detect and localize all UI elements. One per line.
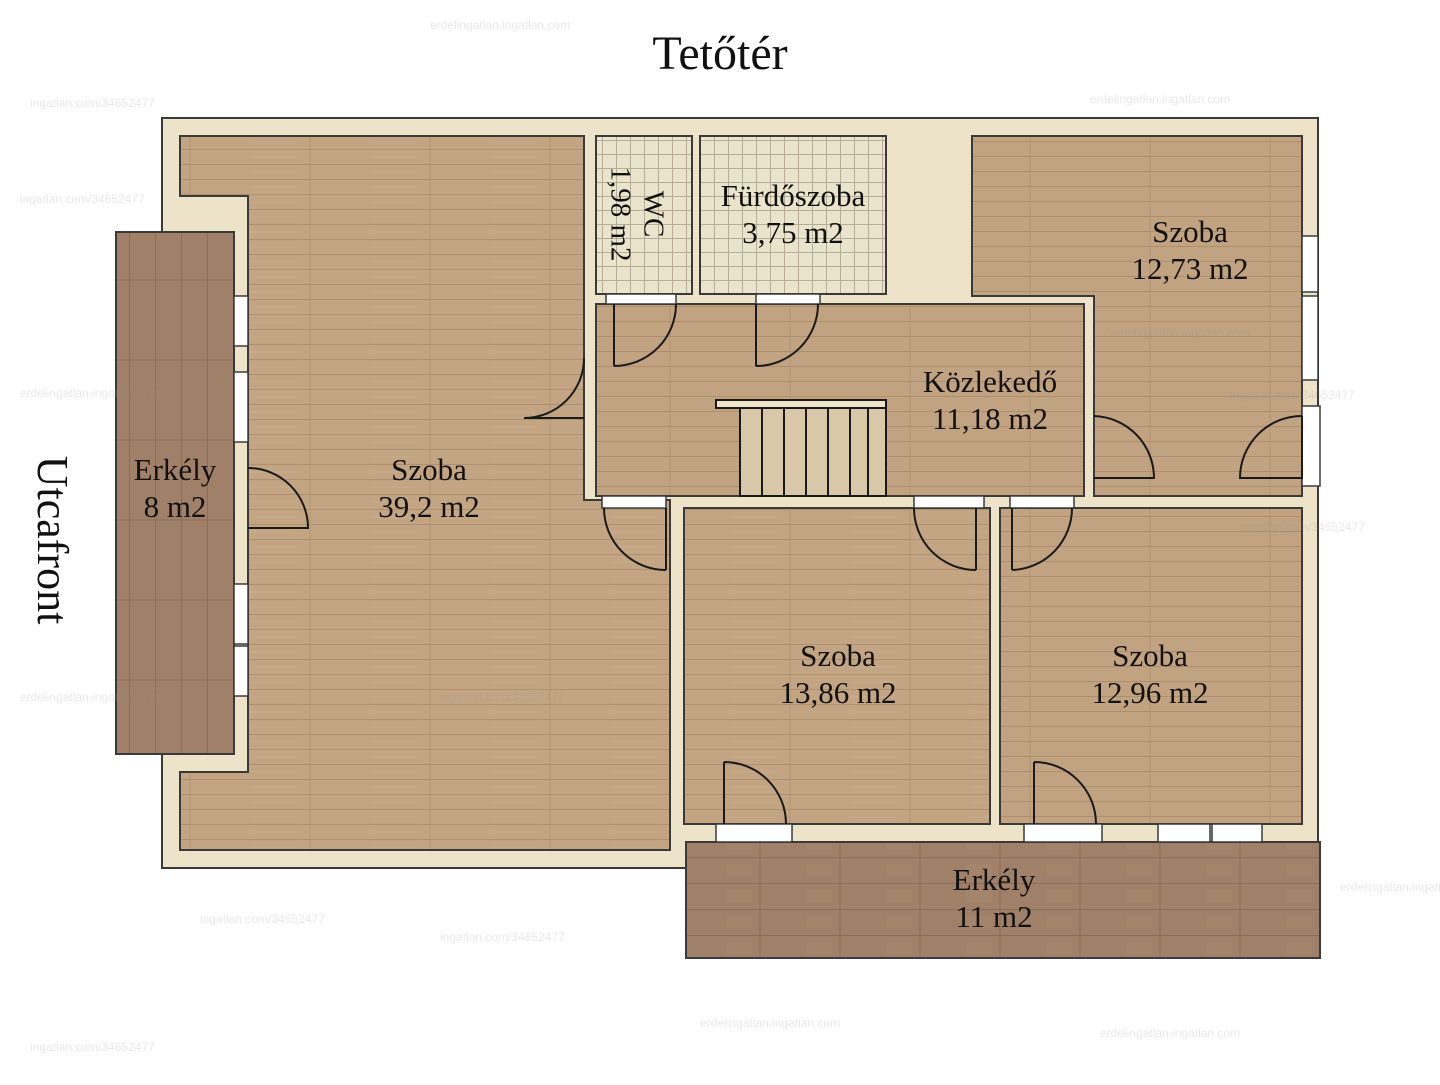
- room-se-area: 12,96 m2: [1091, 674, 1209, 710]
- wc-area: 1,98 m2: [604, 166, 636, 262]
- room-label-ne: Szoba 12,73 m2: [1110, 214, 1270, 287]
- balcony-left-name: Erkély: [133, 452, 217, 487]
- bathroom-floor: [699, 135, 887, 295]
- room-ne-name: Szoba: [1152, 214, 1228, 249]
- room-mid-floor: [683, 507, 991, 825]
- room-label-big: Szoba 39,2 m2: [339, 452, 519, 525]
- room-label-wc: WC 1,98 m2: [603, 166, 670, 262]
- street-front-label: Utcafront: [28, 455, 77, 625]
- staircase: [715, 399, 887, 497]
- door-swings: [247, 303, 1303, 825]
- room-ne-area: 12,73 m2: [1131, 250, 1249, 286]
- bathroom-area: 3,75 m2: [742, 214, 844, 250]
- room-label-hallway: Közlekedő 11,18 m2: [900, 364, 1080, 437]
- windows: [233, 235, 1321, 843]
- room-label-se: Szoba 12,96 m2: [1060, 638, 1240, 711]
- room-big-name: Szoba: [391, 452, 467, 487]
- room-big-area: 39,2 m2: [378, 488, 480, 524]
- balcony-left-area: 8 m2: [143, 488, 207, 524]
- balcony-bottom-floor: [685, 841, 1321, 959]
- room-mid-area: 13,86 m2: [779, 674, 897, 710]
- balcony-left-floor: [115, 231, 235, 755]
- room-se-name: Szoba: [1112, 638, 1188, 673]
- room-label-balcony-left: Erkély 8 m2: [116, 452, 234, 525]
- room-mid-name: Szoba: [800, 638, 876, 673]
- room-label-mid: Szoba 13,86 m2: [748, 638, 928, 711]
- room-se-floor: [999, 507, 1303, 825]
- room-big-floor: [179, 135, 671, 851]
- room-ne-floor: [971, 135, 1303, 497]
- balcony-bottom-name: Erkély: [952, 862, 1036, 897]
- hallway-name: Közlekedő: [922, 364, 1058, 399]
- balcony-bottom-area: 11 m2: [955, 898, 1033, 934]
- hallway-area: 11,18 m2: [932, 400, 1048, 436]
- room-label-bathroom: Fürdőszoba 3,75 m2: [708, 178, 878, 251]
- plan-title: Tetőtér: [652, 27, 788, 80]
- wc-name: WC: [637, 190, 670, 238]
- bathroom-name: Fürdőszoba: [720, 178, 866, 213]
- room-label-balcony-bottom: Erkély 11 m2: [904, 862, 1084, 935]
